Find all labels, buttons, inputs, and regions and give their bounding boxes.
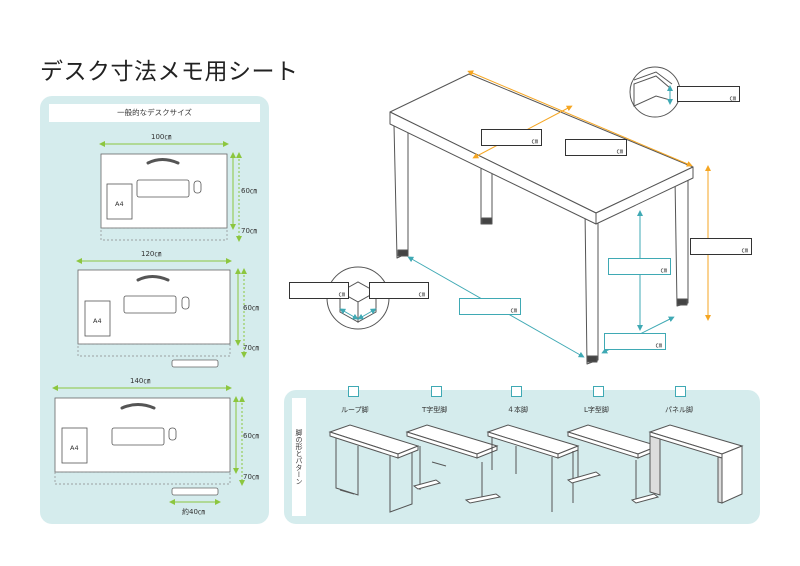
checkbox-loop-leg[interactable] bbox=[348, 386, 359, 397]
leg-pattern-t bbox=[405, 424, 502, 504]
memo-box-height[interactable]: ㎝ bbox=[690, 238, 752, 255]
desk-top-view-140 bbox=[52, 385, 245, 505]
memo-box-depth[interactable]: ㎝ bbox=[481, 129, 542, 146]
standard-sizes-label: 一般的なデスクサイズ bbox=[49, 104, 260, 122]
desk1-paper-label: A4 bbox=[115, 200, 124, 208]
desk3-depth2-label: 70㎝ bbox=[243, 473, 259, 481]
desk3-paper-label: A4 bbox=[70, 444, 79, 452]
leg-pattern-four bbox=[486, 424, 580, 512]
desk1-depth-label: 60㎝ bbox=[241, 187, 257, 195]
checkbox-t-leg[interactable] bbox=[431, 386, 442, 397]
main-desk-illustration bbox=[389, 73, 694, 365]
leg-pattern-l bbox=[566, 424, 660, 504]
memo-box-leg-span-front[interactable]: ㎝ bbox=[604, 333, 666, 350]
checkbox-panel-leg[interactable] bbox=[675, 386, 686, 397]
leg-label-loop: ループ脚 bbox=[341, 406, 369, 414]
leg-label-panel: パネル脚 bbox=[665, 406, 693, 414]
leg-label-l: L字型脚 bbox=[584, 406, 609, 414]
memo-box-leg-clearance[interactable]: ㎝ bbox=[608, 258, 671, 275]
memo-box-leg-profile-left[interactable]: ㎝ bbox=[289, 282, 349, 299]
checkbox-l-leg[interactable] bbox=[593, 386, 604, 397]
desk2-width-label: 120㎝ bbox=[141, 250, 162, 258]
checkbox-four-leg[interactable] bbox=[511, 386, 522, 397]
memo-box-thickness[interactable]: ㎝ bbox=[677, 86, 740, 102]
desk1-width-label: 100㎝ bbox=[151, 133, 172, 141]
leg-pattern-loop bbox=[328, 424, 420, 513]
tray-width-label: 約40㎝ bbox=[182, 508, 205, 516]
desk1-depth2-label: 70㎝ bbox=[241, 227, 257, 235]
desk2-depth-label: 60㎝ bbox=[243, 304, 259, 312]
desk2-depth2-label: 70㎝ bbox=[243, 344, 259, 352]
thickness-detail-circle bbox=[629, 66, 681, 118]
desk3-depth-label: 60㎝ bbox=[243, 432, 259, 440]
desk-top-view-100 bbox=[99, 141, 242, 242]
desk3-width-label: 140㎝ bbox=[130, 377, 151, 385]
leg-label-four: ４本脚 bbox=[507, 406, 528, 414]
memo-box-leg-span-side[interactable]: ㎝ bbox=[459, 298, 521, 315]
leg-pattern-panel bbox=[648, 424, 744, 504]
leg-patterns-label: 脚の形とパターン bbox=[292, 398, 306, 516]
desk2-paper-label: A4 bbox=[93, 317, 102, 325]
memo-box-width[interactable]: ㎝ bbox=[565, 139, 627, 156]
memo-box-leg-profile-right[interactable]: ㎝ bbox=[369, 282, 429, 299]
leg-patterns-panel bbox=[284, 390, 760, 524]
page-title: デスク寸法メモ用シート bbox=[40, 59, 299, 85]
leg-label-t: T字型脚 bbox=[422, 406, 448, 414]
desk-top-view-120 bbox=[76, 258, 247, 368]
